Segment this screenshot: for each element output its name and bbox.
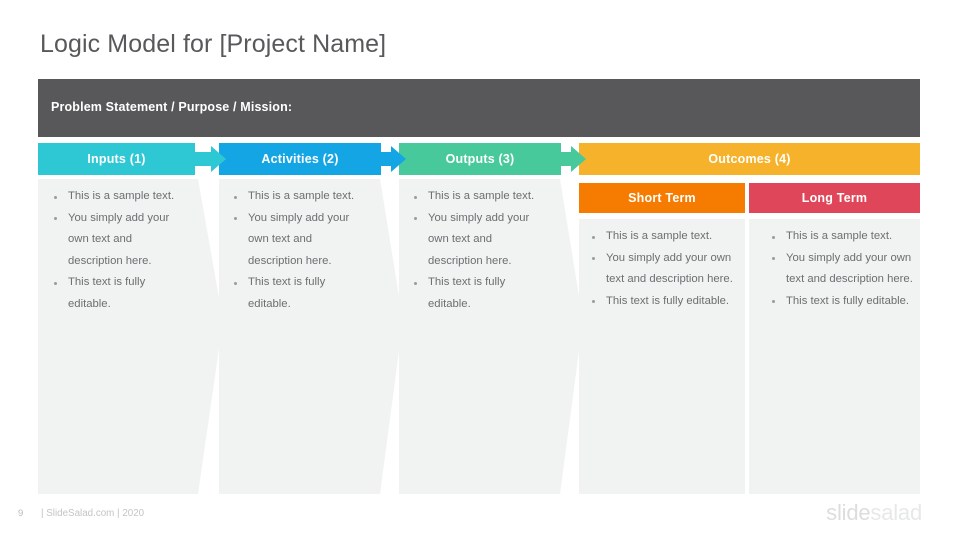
stage-header-activities-label: Activities (2)	[261, 152, 339, 166]
content-panel-outputs	[399, 179, 583, 494]
subheader-long-term[interactable]: Long Term	[749, 183, 920, 213]
footer-page-number: 9	[18, 508, 24, 519]
stage-header-outputs-label: Outputs (3)	[445, 152, 515, 166]
arrow-right-icon	[554, 143, 586, 175]
logo-part-salad: salad	[870, 500, 922, 525]
content-panel-long-term	[749, 219, 920, 494]
content-panel-short-term	[579, 219, 745, 494]
bullet-list-activities: This is a sample text.You simply add you…	[230, 186, 365, 315]
bullet-list-outputs: This is a sample text.You simply add you…	[410, 186, 545, 315]
problem-statement-banner: Problem Statement / Purpose / Mission:	[38, 79, 920, 137]
bullet-list-short-term: This is a sample text.You simply add you…	[588, 226, 736, 312]
stage-header-outputs[interactable]: Outputs (3)	[399, 143, 561, 175]
bullet-item: You simply add your own text and descrip…	[588, 248, 736, 291]
subheader-long-term-label: Long Term	[801, 191, 868, 205]
bullet-item: This text is fully editable.	[588, 291, 736, 313]
bullet-item: You simply add your own text and descrip…	[50, 208, 185, 273]
logo-part-slide: slide	[826, 500, 871, 525]
stage-header-activities[interactable]: Activities (2)	[219, 143, 381, 175]
content-panel-activities	[219, 179, 403, 494]
stage-header-inputs-label: Inputs (1)	[87, 152, 146, 166]
bullet-item: You simply add your own text and descrip…	[410, 208, 545, 273]
bullet-item: This is a sample text.	[768, 226, 916, 248]
bullet-item: This text is fully editable.	[50, 272, 185, 315]
bullet-item: This is a sample text.	[50, 186, 185, 208]
footer-credit: | SlideSalad.com | 2020	[41, 508, 145, 519]
bullet-list-inputs: This is a sample text.You simply add you…	[50, 186, 185, 315]
arrow-right-icon	[194, 143, 226, 175]
stage-header-outcomes-label: Outcomes (4)	[708, 152, 791, 166]
bullet-item: You simply add your own text and descrip…	[768, 248, 916, 291]
bullet-item: This is a sample text.	[230, 186, 365, 208]
arrow-right-icon	[374, 143, 406, 175]
subheader-short-term[interactable]: Short Term	[579, 183, 745, 213]
bullet-item: This is a sample text.	[410, 186, 545, 208]
bullet-item: This text is fully editable.	[410, 272, 545, 315]
page-title: Logic Model for [Project Name]	[40, 30, 387, 58]
bullet-item: This is a sample text.	[588, 226, 736, 248]
stage-header-inputs[interactable]: Inputs (1)	[38, 143, 195, 175]
content-panel-inputs	[38, 179, 223, 494]
stage-header-outcomes[interactable]: Outcomes (4)	[579, 143, 920, 175]
slidesalad-logo: slidesalad	[826, 500, 922, 526]
bullet-item: This text is fully editable.	[768, 291, 916, 313]
problem-statement-label: Problem Statement / Purpose / Mission:	[51, 100, 293, 114]
bullet-item: This text is fully editable.	[230, 272, 365, 315]
bullet-list-long-term: This is a sample text.You simply add you…	[768, 226, 916, 312]
subheader-short-term-label: Short Term	[628, 191, 696, 205]
bullet-item: You simply add your own text and descrip…	[230, 208, 365, 273]
